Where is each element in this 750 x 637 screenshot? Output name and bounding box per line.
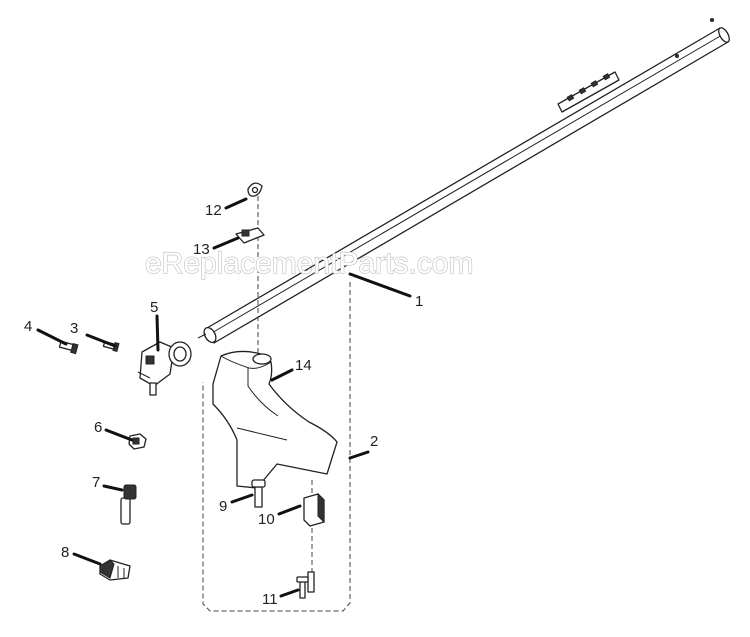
callout-13: 13 <box>193 241 210 258</box>
callout-5: 5 <box>150 299 158 316</box>
callout-4: 4 <box>24 318 32 335</box>
part-6-nut <box>128 433 147 450</box>
callout-labels: 1 2 3 4 5 6 7 8 9 10 11 12 13 14 <box>24 202 423 608</box>
callout-2: 2 <box>370 433 378 450</box>
part-1-shaft <box>197 18 730 344</box>
callout-7: 7 <box>92 474 100 491</box>
shaft-decal <box>557 71 620 113</box>
callout-1: 1 <box>415 293 423 310</box>
assembly-bracket-2 <box>202 196 351 612</box>
callout-12: 12 <box>205 202 222 219</box>
part-12-clip <box>247 182 263 197</box>
part-8-knob <box>99 559 131 581</box>
part-7-bolt <box>120 484 137 525</box>
callout-10: 10 <box>258 511 275 528</box>
callout-11: 11 <box>262 591 278 608</box>
part-14-guard <box>212 350 338 489</box>
callout-3: 3 <box>70 320 78 337</box>
callout-8: 8 <box>61 544 69 561</box>
part-10-block <box>303 492 325 527</box>
part-13-bracket <box>235 227 265 244</box>
part-9-screw <box>251 479 266 508</box>
part-11-screws <box>296 571 315 599</box>
leader-lines <box>36 197 412 598</box>
callout-9: 9 <box>219 498 227 515</box>
callout-6: 6 <box>94 419 102 436</box>
part-5-gear-head <box>137 341 192 396</box>
callout-14: 14 <box>295 357 312 374</box>
watermark-text: eReplacementParts.com <box>145 247 473 280</box>
